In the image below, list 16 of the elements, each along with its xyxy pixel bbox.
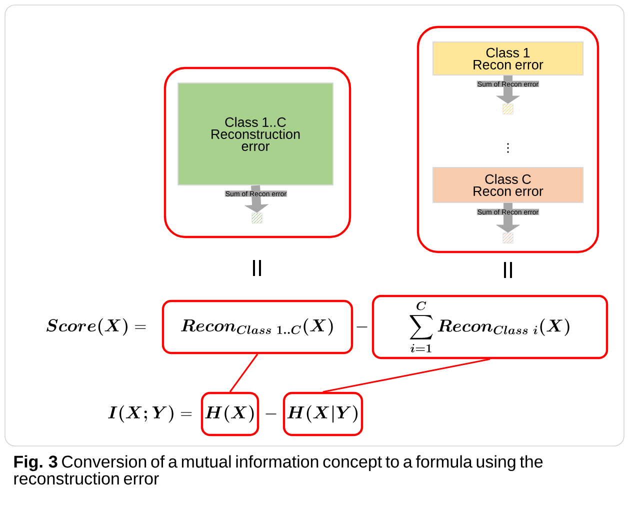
formula-text: $-$: [356, 326, 368, 328]
connector-line: [229, 354, 258, 392]
formula-box: $\boldsymbol{H(X|Y)}$: [282, 392, 364, 436]
ellipsis: $\vdots$: [507, 143, 509, 153]
class-box: Class C Recon error: [432, 167, 584, 203]
formula-text: $\boldsymbol{Score(X)} =$: [46, 318, 146, 336]
formula-box: $\boldsymbol{Recon_{Class\ 1..C}(X)}$: [162, 300, 354, 354]
class-box: Class 1..C Reconstruction error: [178, 82, 334, 186]
class-box: Class 1 Recon error: [432, 42, 584, 76]
formula-text: $\boldsymbol{I(X;Y)} =$: [108, 405, 192, 423]
group-frame: [416, 26, 600, 254]
figure-caption: Fig. 3 Conversion of a mutual information concept to a formula using the reconstruction error: [14, 455, 543, 485]
formula-box: $\boldsymbol{H(X)}$: [200, 392, 260, 436]
connector-line: [322, 358, 490, 393]
formula-box: $\boldsymbol{\sum_{i=1}^{C} Recon_{Class\ i}(X)}$: [372, 294, 608, 360]
group-frame: [164, 66, 352, 238]
